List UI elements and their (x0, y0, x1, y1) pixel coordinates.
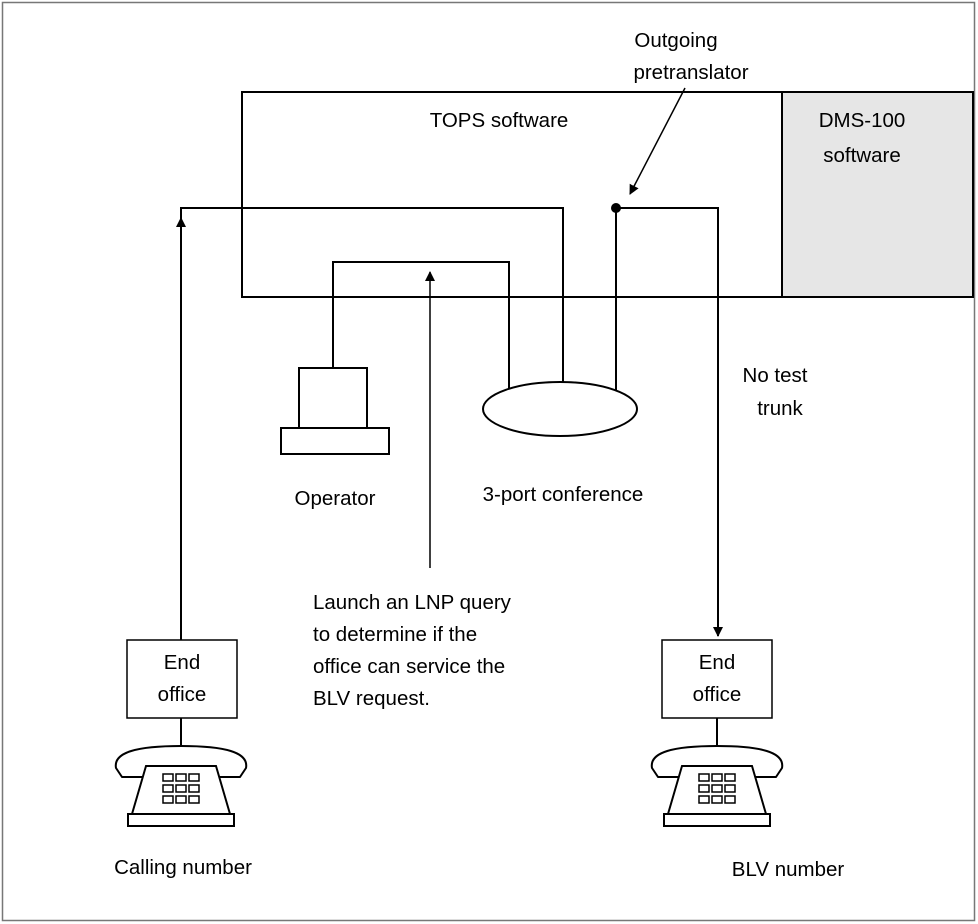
end-office-left-label-line2: office (158, 683, 207, 706)
end-office-right-label-line2: office (693, 683, 742, 706)
pretranslator-label-line2: pretranslator (633, 61, 748, 84)
no-test-trunk-label-line2: trunk (757, 397, 803, 420)
calling-party-path (180, 207, 564, 695)
end-office-right-box (661, 639, 773, 719)
operator-label: Operator (295, 487, 376, 510)
end-office-left-label-line1: End (164, 651, 200, 674)
dms-100-label-line1: DMS-100 (819, 109, 906, 132)
lnp-query-line2: to determine if the (313, 623, 477, 646)
dms-100-label-line2: software (823, 144, 900, 167)
outgoing-trunk-path (615, 207, 719, 635)
end-office-right-label-line1: End (699, 651, 735, 674)
three-port-conference-ellipse (482, 381, 638, 437)
pretranslator-pointer-arrow (629, 87, 686, 195)
pretranslator-label-line1: Outgoing (634, 29, 717, 52)
tops-software-label: TOPS software (430, 109, 569, 132)
telephone-icon (114, 745, 248, 827)
no-test-trunk-label-line1: No test (743, 364, 808, 387)
pretranslator-node (611, 203, 621, 213)
lnp-query-line4: BLV request. (313, 687, 430, 710)
dms-100-software-box (781, 91, 974, 298)
calling-number-label: Calling number (114, 856, 252, 879)
operator-path (332, 261, 510, 392)
lnp-query-line3: office can service the (313, 655, 505, 678)
conference-label: 3-port conference (483, 483, 644, 506)
telephone-icon (650, 745, 784, 827)
end-office-left-box (126, 639, 238, 719)
blv-number-label: BLV number (732, 858, 845, 881)
lnp-query-line1: Launch an LNP query (313, 591, 512, 614)
operator-terminal-icon (280, 367, 390, 455)
